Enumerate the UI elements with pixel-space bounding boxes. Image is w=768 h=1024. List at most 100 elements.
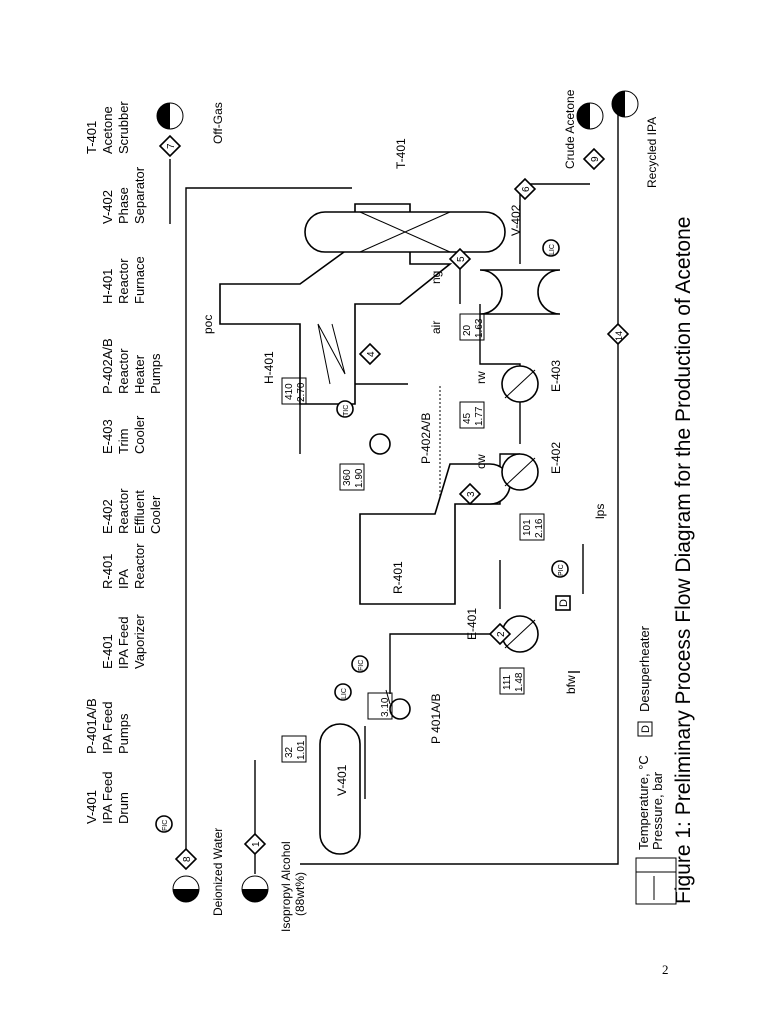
svg-text:Pumps: Pumps xyxy=(116,713,131,754)
svg-text:V-402: V-402 xyxy=(100,190,115,224)
svg-text:E-402: E-402 xyxy=(100,499,115,534)
svg-text:Acetone: Acetone xyxy=(100,106,115,154)
svg-text:14: 14 xyxy=(614,331,624,341)
stream-markers: 1 2 3 4 5 6 7 8 9 14 xyxy=(158,134,630,871)
legend-desuperheater: Desuperheater xyxy=(637,625,652,712)
svg-text:4: 4 xyxy=(366,351,377,357)
svg-text:Furnace: Furnace xyxy=(132,256,147,304)
svg-text:101: 101 xyxy=(522,519,533,536)
condition-flags: 32 1.01 3.10 111 1.48 101 2.16 360 1.90 … xyxy=(281,313,545,763)
exchanger-e402: E-402 xyxy=(501,442,563,491)
svg-text:H-401: H-401 xyxy=(100,269,115,304)
svg-text:1.48: 1.48 xyxy=(514,672,525,692)
svg-text:1: 1 xyxy=(251,841,262,847)
svg-text:Drum: Drum xyxy=(116,792,131,824)
svg-text:Reactor: Reactor xyxy=(132,543,147,589)
utility-poc: poc xyxy=(201,315,215,334)
svg-text:32: 32 xyxy=(284,746,295,758)
utility-bfw: bfw xyxy=(564,675,578,694)
legend-h401: H-401 Reactor Furnace xyxy=(100,256,147,304)
svg-text:Deionized Water: Deionized Water xyxy=(211,828,225,916)
svg-text:Reactor: Reactor xyxy=(116,348,131,394)
svg-text:20: 20 xyxy=(462,324,473,336)
stream-14: 14 xyxy=(606,322,630,346)
controller-fic-water: FIC xyxy=(155,815,173,833)
svg-text:2.70: 2.70 xyxy=(296,382,307,402)
controller-tic-heater: TIC xyxy=(336,400,354,418)
svg-text:111: 111 xyxy=(502,674,513,690)
svg-text:FIC: FIC xyxy=(162,820,169,831)
legend-e403: E-403 Trim Cooler xyxy=(100,415,147,454)
svg-text:Vaporizer: Vaporizer xyxy=(132,614,147,669)
svg-text:Off-Gas: Off-Gas xyxy=(211,102,225,144)
svg-text:E-401: E-401 xyxy=(100,634,115,669)
svg-text:7: 7 xyxy=(166,143,177,149)
svg-text:Reactor: Reactor xyxy=(116,258,131,304)
svg-text:1.63: 1.63 xyxy=(474,318,485,338)
column-t401: T-401 xyxy=(304,138,506,253)
svg-text:IPA Feed: IPA Feed xyxy=(100,771,115,824)
desuperheater-box xyxy=(555,595,571,611)
desuperheater-symbol-letter: D xyxy=(640,725,652,733)
legend-v402: V-402 Phase Separator xyxy=(100,166,147,224)
stream-9: 9 xyxy=(582,147,606,171)
svg-text:2: 2 xyxy=(496,631,507,637)
svg-text:Pumps: Pumps xyxy=(148,353,163,394)
svg-text:1.90: 1.90 xyxy=(354,468,365,488)
reactor-r401: R-401 xyxy=(359,463,511,605)
utility-air: air xyxy=(429,321,443,334)
flag-v401: 32 1.01 xyxy=(281,735,307,763)
page-number: 2 xyxy=(662,962,669,977)
stream-4: 4 xyxy=(358,342,382,366)
stream-3: 3 xyxy=(458,482,482,506)
r401-label: R-401 xyxy=(391,561,405,594)
terminal-crude-acetone: Crude Acetone xyxy=(563,89,604,169)
svg-text:1.01: 1.01 xyxy=(296,740,307,760)
svg-text:E-403: E-403 xyxy=(100,419,115,454)
svg-text:IPA: IPA xyxy=(116,569,131,589)
svg-text:Recycled IPA: Recycled IPA xyxy=(645,117,659,188)
h401-label: H-401 xyxy=(262,351,276,384)
equipment-legend: V-401 IPA Feed Drum P-401A/B IPA Feed Pu… xyxy=(84,101,163,824)
e402-label: E-402 xyxy=(549,442,563,474)
flag-e402: 45 1.77 xyxy=(459,401,485,429)
utility-cw: cw xyxy=(474,454,488,469)
utility-lps: lps xyxy=(593,504,607,519)
svg-text:PIC: PIC xyxy=(558,564,565,576)
v402-label: V-402 xyxy=(509,204,523,236)
legend-t401: T-401 Acetone Scrubber xyxy=(84,101,131,154)
v401-label: V-401 xyxy=(335,764,349,796)
pump-p402: P-402A/B xyxy=(369,413,433,464)
e401-label: E-401 xyxy=(465,608,479,640)
utility-rw: rw xyxy=(474,371,488,384)
t401-label: T-401 xyxy=(394,138,408,169)
legend-e401: E-401 IPA Feed Vaporizer xyxy=(100,614,147,669)
svg-text:Separator: Separator xyxy=(132,166,147,224)
svg-text:Reactor: Reactor xyxy=(116,488,131,534)
legend-e402: E-402 Reactor Effluent Cooler xyxy=(100,488,163,534)
svg-text:45: 45 xyxy=(462,412,473,424)
svg-text:P-401A/B: P-401A/B xyxy=(84,698,99,754)
terminal-deionized-water: Deionized Water xyxy=(172,828,225,916)
flag-p401: 3.10 xyxy=(367,692,393,720)
svg-text:9: 9 xyxy=(590,156,601,162)
vessel-v401: V-401 xyxy=(319,723,361,855)
svg-text:Phase: Phase xyxy=(116,187,131,224)
terminal-ipa-feed: Isopropyl Alcohol (88wt%) xyxy=(241,841,307,932)
svg-text:410: 410 xyxy=(284,383,295,400)
p402-label: P-402A/B xyxy=(419,413,433,464)
exchanger-e403: E-403 xyxy=(501,360,563,403)
controller-fic-ipa: FIC xyxy=(351,655,369,673)
svg-text:Isopropyl Alcohol: Isopropyl Alcohol xyxy=(279,841,293,932)
svg-text:1.77: 1.77 xyxy=(474,406,485,426)
flag-r401-outlet: 101 2.16 xyxy=(519,513,545,541)
flag-heater: 360 1.90 xyxy=(339,463,365,491)
stream-7: 7 xyxy=(158,134,182,158)
legend-p401: P-401A/B IPA Feed Pumps xyxy=(84,698,131,754)
controller-pic-lps: PIC xyxy=(551,560,569,578)
figure-caption: Figure 1: Preliminary Process Flow Diagr… xyxy=(672,217,695,904)
svg-text:(88wt%): (88wt%) xyxy=(293,872,307,916)
flag-e403: 20 1.63 xyxy=(459,313,485,341)
utility-ng: ng xyxy=(429,271,443,284)
